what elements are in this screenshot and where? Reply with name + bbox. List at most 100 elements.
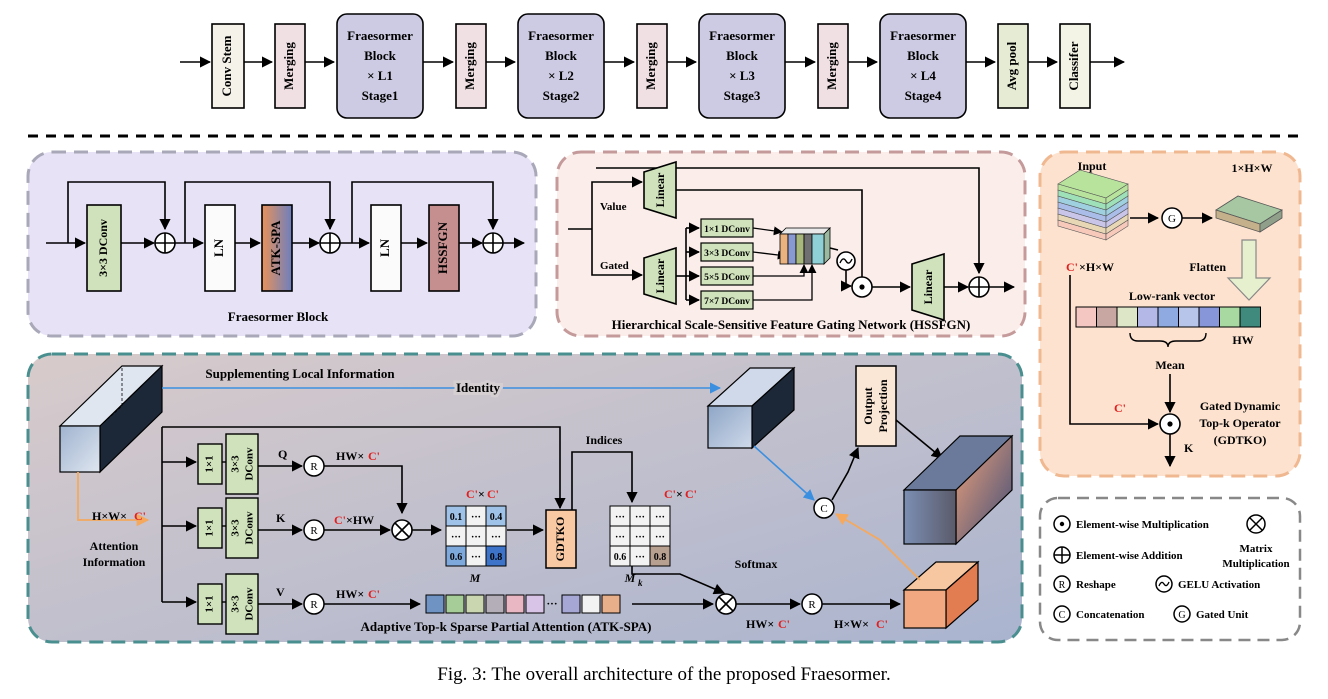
cprime-label: C'	[876, 617, 888, 631]
supplementing-label: Supplementing Local Information	[205, 366, 395, 381]
flatten-arrow-icon	[1226, 239, 1272, 301]
arrow	[840, 270, 853, 292]
reshape-letter: R	[310, 599, 318, 611]
concat-features-icon	[779, 227, 831, 265]
add-op-icon	[482, 232, 504, 254]
classifier-label: Classifer	[1066, 41, 1081, 90]
input-cuboid	[58, 364, 164, 474]
stage3-label: Stage3	[724, 88, 761, 103]
merging-box	[274, 23, 306, 109]
matrix-cell-value: 0.1	[450, 512, 463, 523]
matrix-cell-value: 0.4	[490, 512, 503, 523]
stage1-block	[336, 13, 424, 119]
identity-cuboid	[706, 366, 796, 450]
v-dconv-box	[225, 573, 259, 635]
dconv-size-label: 3×3	[230, 455, 242, 473]
stage1-label: Stage1	[362, 88, 399, 103]
reshape-icon: R	[303, 519, 325, 541]
k-dconv-box	[225, 497, 259, 559]
value-path	[591, 176, 644, 229]
arrow	[753, 264, 817, 301]
dconv-1x1-label: 1×1 DConv	[704, 225, 750, 235]
matrix-cell-value: ···	[615, 512, 625, 523]
legend-letter: C	[1059, 610, 1066, 621]
gdtko-box	[545, 509, 577, 569]
legend-letter: G	[1178, 610, 1185, 621]
matrix-cell-value: ···	[491, 532, 501, 543]
hw-label: HW	[1232, 333, 1253, 347]
q-label: Q	[278, 447, 287, 461]
matrix-cell	[485, 545, 507, 567]
vector-cell	[561, 594, 581, 614]
skip-path	[351, 181, 499, 243]
arrow	[631, 566, 726, 595]
stack-layer-side	[1105, 183, 1129, 205]
ln-label: LN	[211, 238, 226, 257]
vector-cell	[1157, 306, 1179, 328]
gated-unit-icon: G	[1161, 207, 1183, 229]
panel-background	[1038, 496, 1302, 642]
classifier-box	[1059, 23, 1091, 109]
figure-caption: Fig. 3: The overall architecture of the …	[437, 664, 890, 685]
gated-linear-label: Linear	[653, 258, 667, 293]
output-projection-label: Output	[861, 387, 875, 424]
vector-cell	[485, 594, 505, 614]
mean-brace	[1129, 332, 1207, 348]
dconv-box	[86, 204, 122, 292]
matrix-cell-value: ···	[655, 532, 665, 543]
gdtko-title-line: Top-k Operator	[1199, 416, 1281, 430]
gate-letter: G	[1168, 213, 1176, 225]
avg-pool-box	[997, 23, 1029, 109]
merging-label: Merging	[824, 42, 839, 90]
input-feature-stack	[1057, 169, 1129, 241]
atk-spa-panel: Supplementing Local Information Identity…	[26, 352, 1024, 644]
ellipsis: ···	[546, 598, 557, 610]
input-label: Input	[1078, 159, 1107, 173]
attention-output-cuboid	[902, 560, 980, 630]
dconv-label: 3×3 DConv	[96, 219, 110, 277]
vector-cell	[1137, 306, 1159, 328]
stage3-block-word: Block	[726, 48, 759, 63]
stage2-title: Fraesormer	[528, 28, 594, 43]
dconv-label: DConv	[244, 587, 256, 621]
dconv-3x3-label: 3×3 DConv	[704, 249, 750, 259]
q-conv1x1-box	[197, 443, 223, 485]
q-dconv-box	[225, 433, 259, 495]
matrix-cell	[649, 545, 671, 567]
cprime-label: C'	[487, 487, 499, 501]
vector-cell	[445, 594, 465, 614]
output-projection-box	[855, 365, 897, 447]
vector-cell	[1198, 306, 1220, 328]
dconv-label: DConv	[244, 511, 256, 545]
merging-label: Merging	[462, 42, 477, 90]
gdtko-label: GDTKO	[553, 517, 567, 562]
residual-path	[596, 167, 985, 275]
legend-label: Multiplication	[1222, 558, 1289, 570]
softmax-label: Softmax	[735, 557, 778, 571]
cprime-label: C'	[466, 487, 478, 501]
reshape-icon: R	[1053, 575, 1071, 593]
cprime-label: C'	[334, 513, 346, 527]
emul-icon	[1053, 515, 1071, 533]
vector-cell	[1178, 306, 1200, 328]
gated-label: Gated	[600, 260, 629, 272]
matmul-icon	[391, 519, 413, 541]
add-icon	[1053, 546, 1071, 564]
skip-path	[184, 181, 336, 243]
stage3-repeat: × L3	[729, 68, 755, 83]
xhw-label: ×HW	[346, 513, 374, 527]
dconv-size-label: 3×3	[230, 595, 242, 613]
matmul-icon	[715, 593, 737, 615]
stage1-repeat: × L1	[367, 68, 393, 83]
dconv-label: DConv	[244, 447, 256, 481]
skip-path	[67, 181, 171, 243]
output-projection-label: Projection	[876, 379, 890, 432]
legend-letter: R	[1059, 580, 1066, 591]
concat-icon: C	[813, 497, 835, 519]
value-linear-label: Linear	[653, 172, 667, 207]
conv-1x1-label: 1×1	[204, 595, 216, 612]
vector-cell	[1219, 306, 1241, 328]
vector-cell	[505, 594, 525, 614]
legend-panel: Element-wise Multiplication Element-wise…	[1038, 496, 1302, 642]
